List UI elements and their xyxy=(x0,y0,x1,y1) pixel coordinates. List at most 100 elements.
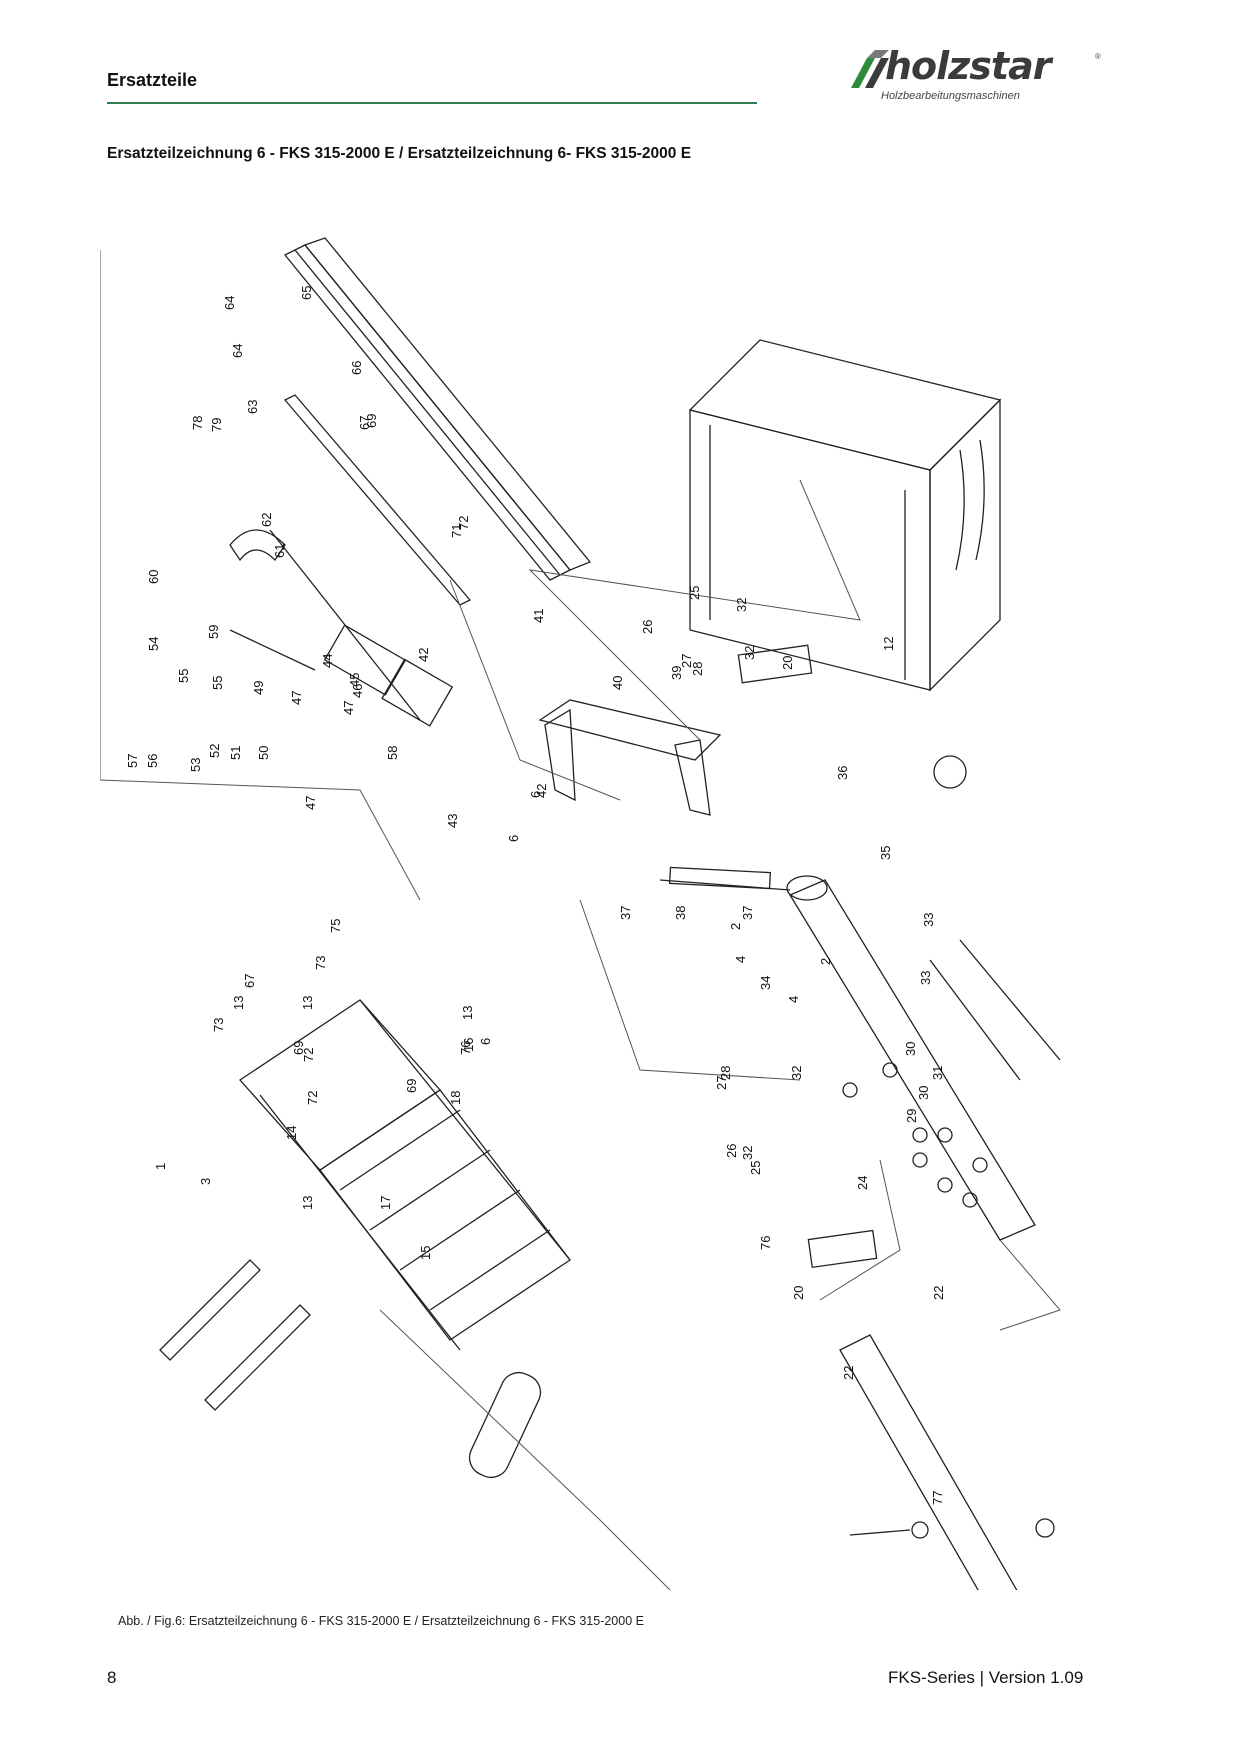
part-number-13: 13 xyxy=(460,1006,475,1020)
part-number-69: 69 xyxy=(364,414,379,428)
section-title: Ersatzteile xyxy=(107,70,198,90)
part-number-33: 33 xyxy=(921,913,936,927)
part-number-56: 56 xyxy=(145,754,160,768)
scale-strips xyxy=(159,1259,311,1411)
part-number-69: 69 xyxy=(404,1079,419,1093)
part-number-42: 42 xyxy=(416,648,431,662)
part-number-49: 49 xyxy=(251,681,266,695)
part-number-31: 31 xyxy=(930,1066,945,1080)
part-number-40: 40 xyxy=(610,676,625,690)
part-number-47: 47 xyxy=(303,796,318,810)
part-number-51: 51 xyxy=(228,746,243,760)
part-number-14: 14 xyxy=(284,1126,299,1140)
part-number-46: 46 xyxy=(350,684,365,698)
roller xyxy=(468,1371,542,1479)
part-number-75: 75 xyxy=(328,919,343,933)
part-number-32: 32 xyxy=(740,1146,755,1160)
part-number-52: 52 xyxy=(207,744,222,758)
part-number-73: 73 xyxy=(313,956,328,970)
part-number-72: 72 xyxy=(456,516,471,530)
part-number-22: 22 xyxy=(841,1366,856,1380)
part-number-12: 12 xyxy=(881,637,896,651)
part-number-32: 32 xyxy=(789,1066,804,1080)
logo-wordmark: holzstar xyxy=(885,44,1051,88)
figure-caption: Abb. / Fig.6: Ersatzteilzeichnung 6 - FK… xyxy=(118,1614,644,1628)
drawing-heading: Ersatzteilzeichnung 6 - FKS 315-2000 E /… xyxy=(107,145,692,162)
part-number-62: 62 xyxy=(259,513,274,527)
part-number-63: 63 xyxy=(245,400,260,414)
part-number-71: 71 xyxy=(449,524,464,538)
part-number-43: 43 xyxy=(445,814,460,828)
part-number-3: 3 xyxy=(198,1178,213,1185)
part-number-37: 37 xyxy=(618,906,633,920)
part-number-47: 47 xyxy=(341,701,356,715)
part-number-25: 25 xyxy=(748,1161,763,1175)
part-number-30: 30 xyxy=(903,1042,918,1056)
part-number-4: 4 xyxy=(733,956,748,963)
part-number-34: 34 xyxy=(758,976,773,990)
part-number-32: 32 xyxy=(742,646,757,660)
part-number-1: 1 xyxy=(153,1163,168,1170)
part-number-33: 33 xyxy=(918,971,933,985)
part-number-67: 67 xyxy=(242,974,257,988)
part-number-26: 26 xyxy=(640,620,655,634)
part-number-50: 50 xyxy=(256,746,271,760)
part-number-45: 45 xyxy=(347,673,362,687)
part-number-78: 78 xyxy=(190,416,205,430)
page-number: 8 xyxy=(107,1668,117,1687)
part-number-54: 54 xyxy=(146,637,161,651)
part-number-30: 30 xyxy=(916,1086,931,1100)
part-number-29: 29 xyxy=(904,1109,919,1123)
part-number-4: 4 xyxy=(786,996,801,1003)
header-divider xyxy=(107,102,757,104)
dashed-leaders xyxy=(100,250,1061,1590)
part-number-67: 67 xyxy=(357,416,372,430)
support-bracket xyxy=(538,699,722,816)
cabinet-frame xyxy=(688,339,1002,692)
part-number-26: 26 xyxy=(724,1144,739,1158)
part-number-73: 73 xyxy=(211,1018,226,1032)
part-number-15: 15 xyxy=(418,1246,433,1260)
part-number-22: 22 xyxy=(931,1286,946,1300)
part-number-76: 76 xyxy=(458,1041,473,1055)
sliding-rail-assembly xyxy=(269,237,592,721)
part-number-2: 2 xyxy=(728,923,743,930)
part-number-2: 2 xyxy=(818,958,833,965)
part-number-24: 24 xyxy=(855,1176,870,1190)
part-number-labels: 1223446661213131313141516171820202222242… xyxy=(125,286,946,1505)
part-number-79: 79 xyxy=(209,418,224,432)
part-number-6: 6 xyxy=(528,791,543,798)
part-number-37: 37 xyxy=(740,906,755,920)
part-number-57: 57 xyxy=(125,754,140,768)
part-number-77: 77 xyxy=(930,1491,945,1505)
holzstar-logo: holzstar ® Holzbearbeitungsmaschinen xyxy=(845,44,1105,108)
part-number-61: 61 xyxy=(272,544,287,558)
part-number-28: 28 xyxy=(718,1066,733,1080)
exploded-parts-drawing: 1223446661213131313141516171820202222242… xyxy=(100,237,1061,1590)
part-number-65: 65 xyxy=(299,286,314,300)
part-number-42: 42 xyxy=(534,784,549,798)
guide-blocks xyxy=(737,644,1061,1269)
part-number-41: 41 xyxy=(531,609,546,623)
part-number-36: 36 xyxy=(835,766,850,780)
part-number-28: 28 xyxy=(690,662,705,676)
part-number-44: 44 xyxy=(320,654,335,668)
part-number-38: 38 xyxy=(673,906,688,920)
part-number-18: 18 xyxy=(448,1091,463,1105)
part-number-66: 66 xyxy=(349,361,364,375)
part-number-47: 47 xyxy=(289,691,304,705)
part-number-6: 6 xyxy=(478,1038,493,1045)
logo-mark-icon xyxy=(851,50,889,88)
swing-arm xyxy=(659,866,1036,1241)
part-number-20: 20 xyxy=(791,1286,806,1300)
part-number-72: 72 xyxy=(301,1048,316,1062)
part-number-27: 27 xyxy=(714,1076,729,1090)
part-number-55: 55 xyxy=(210,676,225,690)
table-frame xyxy=(239,999,571,1351)
part-number-13: 13 xyxy=(300,996,315,1010)
clamp-parts xyxy=(229,529,454,727)
logo-registered-mark: ® xyxy=(1095,52,1101,61)
part-number-72: 72 xyxy=(305,1091,320,1105)
leg-tube xyxy=(839,1334,1018,1590)
part-number-27: 27 xyxy=(679,654,694,668)
